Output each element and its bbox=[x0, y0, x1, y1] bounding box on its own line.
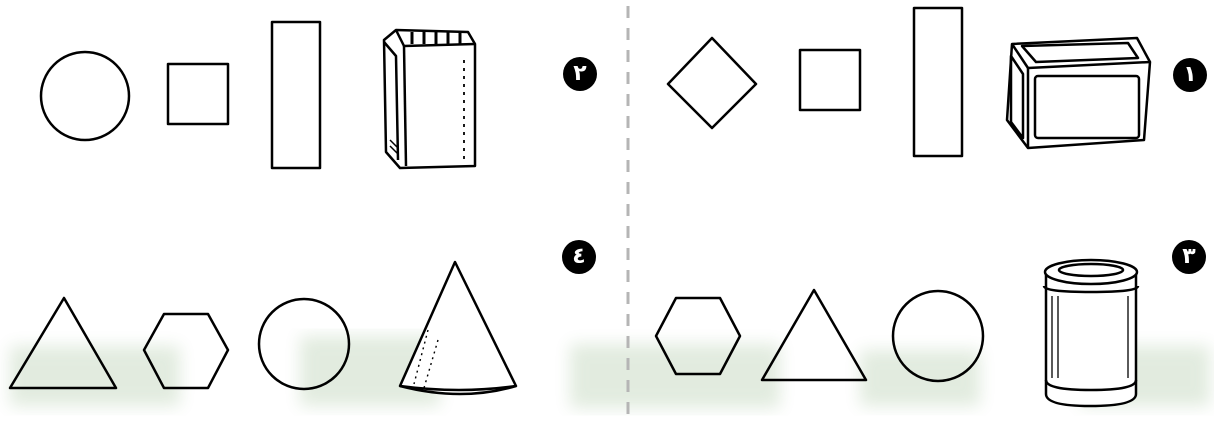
cuboid-box-icon bbox=[384, 30, 475, 168]
exercise-number-1: ١ bbox=[1173, 58, 1207, 92]
cylinder-can-icon bbox=[1044, 260, 1138, 406]
square-icon bbox=[168, 64, 228, 124]
cube-icon bbox=[1007, 38, 1150, 148]
exercise-number-3: ٣ bbox=[1172, 240, 1206, 274]
rectangle-icon bbox=[272, 22, 320, 168]
square-icon bbox=[800, 50, 860, 110]
watermark-background bbox=[10, 336, 1210, 408]
exercise-number-2: ٢ bbox=[563, 57, 597, 91]
rectangle-icon bbox=[914, 8, 962, 156]
exercise-2-shapes bbox=[41, 22, 475, 168]
circle-icon bbox=[41, 52, 129, 140]
exercise-1-shapes bbox=[668, 8, 1150, 156]
exercise-number-4: ٤ bbox=[562, 240, 596, 274]
diamond-icon bbox=[668, 38, 756, 128]
cone-icon bbox=[400, 262, 516, 394]
